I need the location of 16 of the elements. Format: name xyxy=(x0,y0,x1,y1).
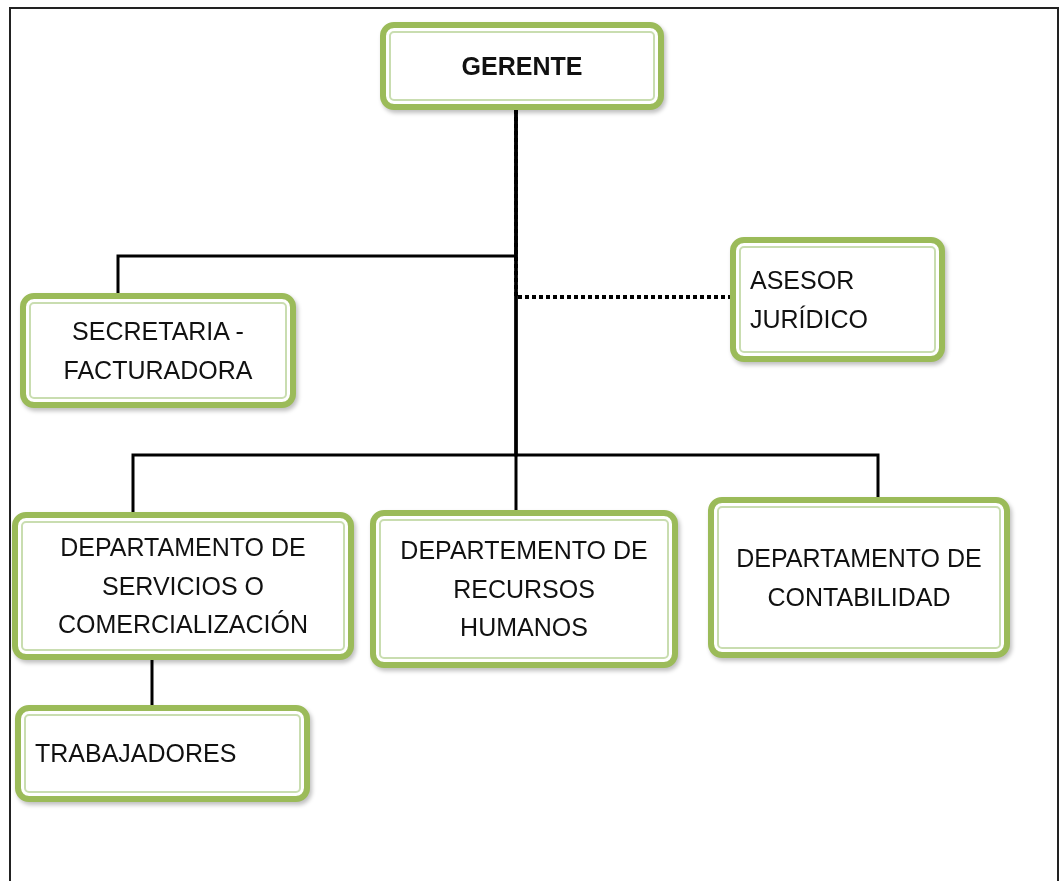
connector xyxy=(150,660,154,705)
box-label: GERENTE xyxy=(461,50,583,82)
box-label: SECRETARIA - FACTURADORA xyxy=(62,315,254,386)
org-box xyxy=(380,22,664,110)
org-box xyxy=(12,512,354,660)
box-label: DEPARTEMENTO DE RECURSOS HUMANOS xyxy=(399,534,649,644)
org-box xyxy=(370,510,678,668)
box-label: ASESOR JURÍDICO xyxy=(750,264,870,335)
org-box xyxy=(20,293,296,408)
dotted-connector xyxy=(514,110,730,299)
box-label: DEPARTAMENTO DE SERVICIOS O COMERCIALIZACIÓN xyxy=(57,531,309,641)
org-box xyxy=(730,237,945,362)
box-label: DEPARTAMENTO DE CONTABILIDAD xyxy=(735,542,983,613)
org-box xyxy=(15,705,310,802)
org-box xyxy=(708,497,1010,658)
box-label: TRABAJADORES xyxy=(35,738,237,770)
